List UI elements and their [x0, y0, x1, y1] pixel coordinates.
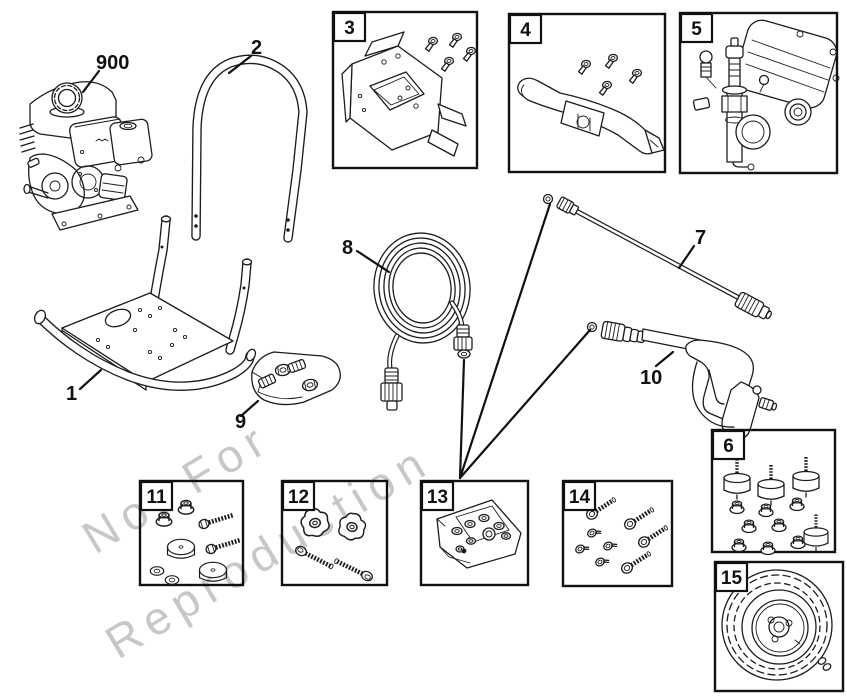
- part-number-4: 4: [520, 20, 531, 41]
- part-number-badge: [139, 480, 174, 512]
- part-number-badge: [420, 480, 455, 512]
- part-box-wheel: 15: [713, 560, 845, 693]
- part-box-hardware-kit: 11: [138, 479, 245, 587]
- part-number-13: 13: [427, 487, 448, 508]
- part-box-mount-kit: 6: [710, 428, 837, 556]
- part-number-badge: [714, 561, 749, 593]
- leader-13-washer: [458, 358, 466, 480]
- panel-drawing: [517, 53, 665, 155]
- fitting-bag-drawing: [251, 351, 341, 406]
- callout-1: 1: [66, 383, 77, 405]
- leader-10: [654, 350, 675, 368]
- handle-drawing: [191, 54, 308, 243]
- leader-9: [239, 399, 260, 418]
- callout-labels: 900 2 1 8 9 7 10: [66, 37, 706, 433]
- callout-9: 9: [235, 411, 246, 433]
- part-box-bracket: 3: [331, 10, 479, 170]
- hose-washer: [457, 349, 471, 359]
- engine-drawing: [19, 81, 153, 231]
- part-number-badge: [281, 480, 316, 512]
- leader-2: [227, 54, 253, 75]
- leader-7: [677, 244, 696, 270]
- part-number-6: 6: [723, 436, 734, 457]
- leader-lines: [78, 54, 696, 480]
- frame-drawing: [33, 215, 257, 391]
- part-number-15: 15: [721, 568, 743, 589]
- part-box-pump: 5: [678, 11, 840, 175]
- part-number-badge: [562, 480, 597, 512]
- part-number-badge: [679, 12, 714, 44]
- part-number-12: 12: [288, 487, 309, 508]
- part-number-3: 3: [344, 18, 355, 39]
- part-number-5: 5: [691, 19, 702, 40]
- oring-kit-drawing: [436, 499, 522, 569]
- wheel-drawing: [721, 569, 833, 681]
- watermark: Not For Reproduction: [73, 411, 440, 668]
- part-box-knob-kit: 12: [280, 479, 389, 587]
- leader-13-wand-oring: [458, 202, 552, 480]
- part-number-11: 11: [146, 487, 167, 508]
- leader-1: [78, 368, 103, 391]
- part-number-badge: [332, 11, 367, 43]
- gun-drawing: [586, 320, 778, 439]
- wand-oring: [542, 193, 554, 205]
- leader-900: [81, 69, 101, 94]
- callout-7: 7: [695, 227, 706, 249]
- watermark-line2: Reproduction: [96, 434, 440, 669]
- part-box-panel: 4: [507, 12, 667, 174]
- part-box-oring-kit: 13: [419, 479, 530, 587]
- bracket-drawing: [341, 31, 478, 157]
- hose-drawing: [373, 232, 473, 411]
- pump-drawing: [692, 19, 840, 171]
- leader-8: [355, 249, 391, 274]
- leader-13-gun-oring: [458, 328, 592, 480]
- mount-kit-drawing: [722, 455, 830, 556]
- callout-2: 2: [251, 37, 262, 59]
- callout-10: 10: [640, 367, 662, 389]
- part-box-screw-kit: 14: [561, 479, 674, 588]
- callout-900: 900: [96, 52, 129, 74]
- part-number-badge: [711, 429, 746, 461]
- part-number-badge: [508, 13, 543, 45]
- callout-8: 8: [342, 237, 353, 259]
- part-number-14: 14: [569, 487, 591, 508]
- wand-drawing: [542, 193, 773, 320]
